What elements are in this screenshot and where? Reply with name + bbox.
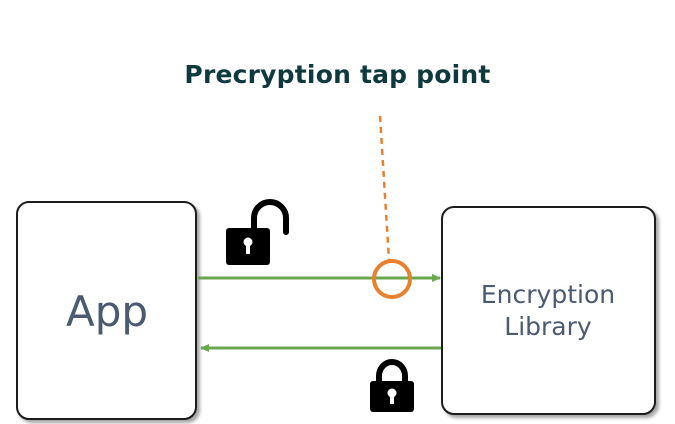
app-node-label: App [65, 286, 149, 336]
tap-point-circle-icon [372, 259, 412, 299]
locked-padlock-icon [370, 359, 414, 412]
unlocked-padlock-icon [226, 199, 289, 265]
encryption-library-node [441, 206, 656, 415]
diagram-title: Precryption tap point [184, 60, 491, 89]
encryption-library-node-label: Encryption Library [480, 280, 616, 341]
app-node [16, 201, 197, 420]
tap-point-leader-line [378, 115, 391, 261]
